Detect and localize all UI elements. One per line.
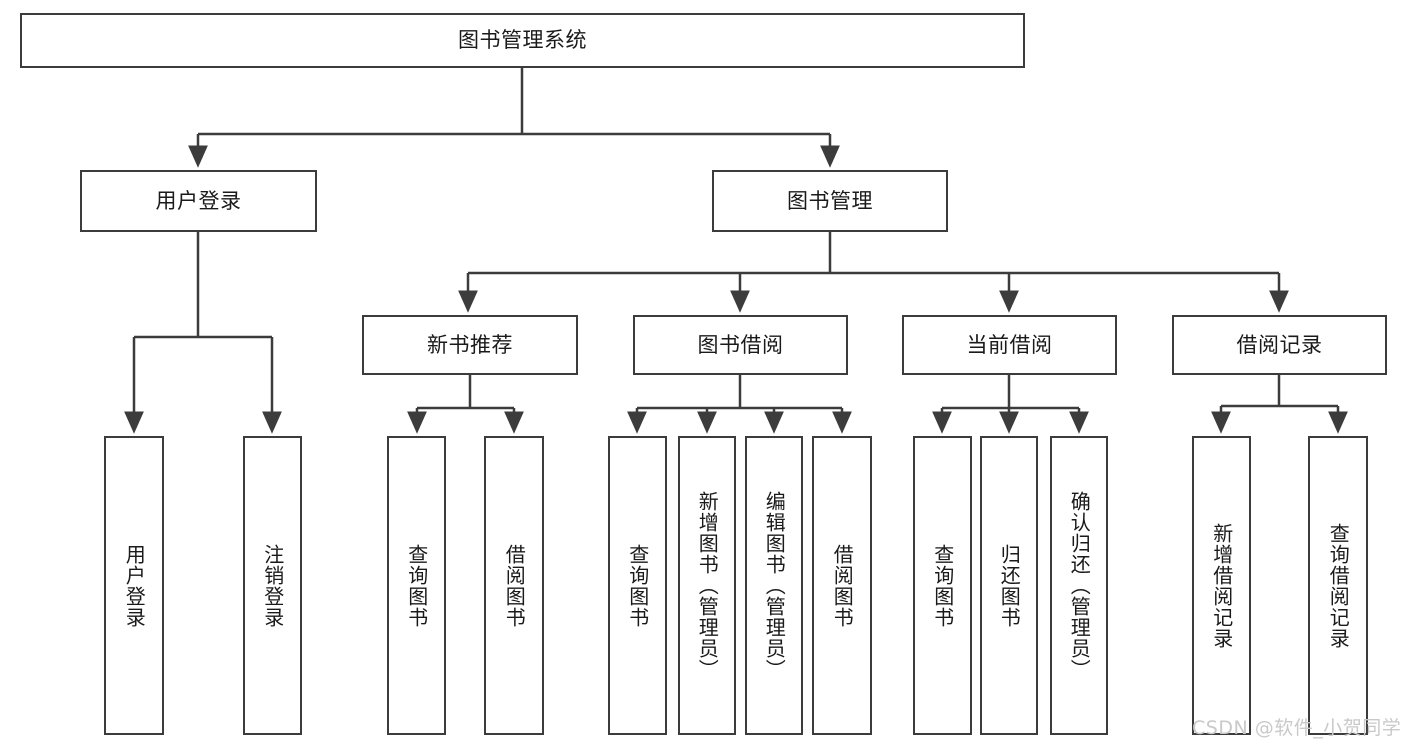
leaf-logout[interactable]: 注销登录 (243, 436, 302, 735)
node-user-login[interactable]: 用户登录 (80, 170, 317, 232)
node-label: 查询图书 (930, 543, 955, 628)
node-label: 用户登录 (155, 188, 242, 213)
leaf-borrow-book[interactable]: 借阅图书 (812, 436, 872, 735)
node-label: 确认归还（管理员） (1067, 491, 1092, 680)
leaf-add-book-admin[interactable]: 新增图书（管理员） (678, 436, 736, 735)
leaf-query-book-borrow[interactable]: 查询图书 (608, 436, 667, 735)
node-label: 图书借阅 (697, 332, 784, 357)
leaf-query-book-current[interactable]: 查询图书 (913, 436, 972, 735)
leaf-query-borrow-record[interactable]: 查询借阅记录 (1308, 436, 1368, 735)
leaf-confirm-return-admin[interactable]: 确认归还（管理员） (1050, 436, 1108, 735)
node-label: 借阅记录 (1236, 332, 1323, 357)
node-label: 新增图书（管理员） (695, 491, 720, 680)
node-label: 查询图书 (404, 543, 429, 628)
leaf-edit-book-admin[interactable]: 编辑图书（管理员） (745, 436, 803, 735)
node-label: 编辑图书（管理员） (762, 491, 787, 680)
node-new-book-recommend[interactable]: 新书推荐 (362, 315, 578, 375)
node-label: 查询图书 (625, 543, 650, 628)
node-label: 图书管理系统 (458, 28, 587, 53)
node-root-system[interactable]: 图书管理系统 (20, 13, 1025, 68)
node-label: 用户登录 (122, 543, 147, 628)
leaf-user-login[interactable]: 用户登录 (104, 436, 164, 735)
node-book-borrow[interactable]: 图书借阅 (633, 315, 848, 375)
leaf-borrow-book-newbook[interactable]: 借阅图书 (484, 436, 544, 735)
leaf-return-book[interactable]: 归还图书 (980, 436, 1038, 735)
node-label: 图书管理 (787, 188, 873, 213)
node-label: 归还图书 (997, 543, 1022, 628)
leaf-add-borrow-record[interactable]: 新增借阅记录 (1192, 436, 1251, 735)
leaf-query-book-newbook[interactable]: 查询图书 (387, 436, 446, 735)
node-label: 注销登录 (260, 543, 285, 628)
node-label: 借阅图书 (502, 543, 527, 628)
node-borrow-record[interactable]: 借阅记录 (1172, 315, 1387, 375)
node-label: 新增借阅记录 (1209, 522, 1234, 649)
node-label: 查询借阅记录 (1326, 522, 1351, 649)
node-label: 当前借阅 (966, 332, 1053, 357)
node-label: 借阅图书 (830, 543, 855, 628)
node-current-borrow[interactable]: 当前借阅 (902, 315, 1117, 375)
node-label: 新书推荐 (427, 332, 513, 357)
node-book-management[interactable]: 图书管理 (712, 170, 948, 232)
csdn-watermark: CSDN @软件_小贺同学 (1192, 717, 1402, 739)
